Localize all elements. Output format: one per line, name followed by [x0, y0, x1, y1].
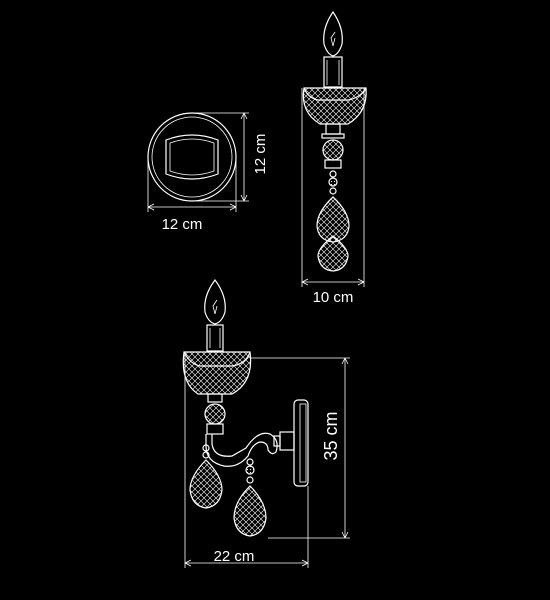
plate-width-label: 12 cm — [162, 216, 203, 233]
front-crystal-lower — [317, 235, 349, 272]
front-bulb — [323, 10, 343, 57]
side-width-label: 22 cm — [214, 548, 255, 565]
front-candle-sleeve — [323, 56, 343, 88]
plate-height-label: 12 cm — [252, 134, 269, 175]
side-bulb — [204, 278, 226, 325]
plate-bracket — [165, 134, 219, 180]
plate-bracket-inner — [169, 138, 215, 176]
front-width-label: 10 cm — [313, 289, 354, 306]
side-crystal-left — [189, 459, 223, 509]
front-bobeche — [302, 87, 367, 125]
side-crystal-right — [233, 485, 267, 537]
plate-outer-circle — [147, 112, 237, 202]
front-glass-ball — [322, 139, 344, 161]
wall-plate-view: 12 cm 12 cm — [147, 112, 269, 233]
side-glass-ball — [204, 403, 226, 425]
side-bobeche — [182, 351, 252, 395]
side-height-label: 35 cm — [321, 411, 341, 460]
side-candle-sleeve — [206, 324, 224, 352]
front-view: 10 cm — [301, 10, 367, 306]
plate-inner-circle — [151, 116, 233, 198]
side-arm — [205, 432, 278, 467]
side-view: 22 cm 35 cm — [182, 278, 350, 568]
